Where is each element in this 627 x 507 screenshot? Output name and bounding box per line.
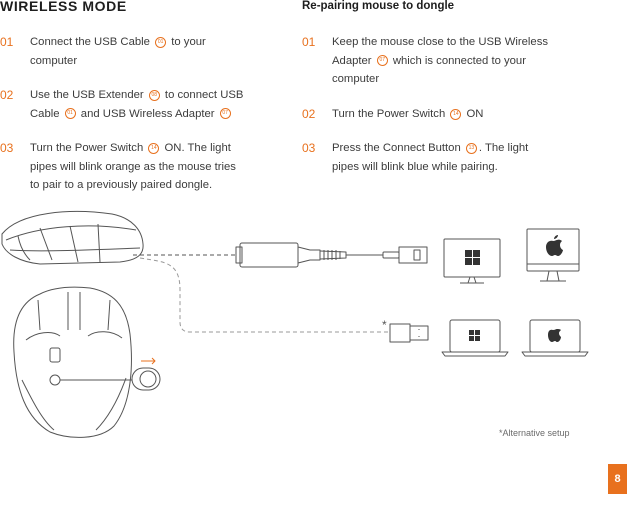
step-text-part: to your xyxy=(168,36,206,48)
step-text-part: Turn the Power Switch xyxy=(332,108,449,120)
windows-laptop-image xyxy=(441,319,509,357)
mouse-side-view-image xyxy=(1,211,144,265)
alternative-asterisk: * xyxy=(382,318,387,332)
windows-logo-icon xyxy=(465,250,480,265)
step-text-part: computer xyxy=(332,73,380,85)
wireless-mode-title: WIRELESS MODE xyxy=(0,0,127,14)
windows-desktop-image xyxy=(443,238,501,284)
re-pairing-title: Re-pairing mouse to dongle xyxy=(302,0,455,12)
step-text-part: Keep the mouse close to the USB Wireless xyxy=(332,36,548,48)
page-number: 8 xyxy=(608,464,627,494)
power-switch-callout-image xyxy=(60,357,161,391)
mac-laptop-image xyxy=(521,319,589,357)
step-text-part: to connect USB xyxy=(161,89,244,101)
usb-cable-image xyxy=(235,242,428,268)
mouse-top-view-image xyxy=(13,286,132,438)
step-text: Keep the mouse close to the USB Wireless… xyxy=(332,33,548,89)
step-text-part: Use the USB Extender xyxy=(30,89,147,101)
step-text-part: and USB Wireless Adapter xyxy=(77,107,218,120)
part-ref-badge: 14 xyxy=(148,142,160,154)
step-text-part: to pair to a previously paired dongle. xyxy=(30,179,213,191)
step-text-part: which is connected to your xyxy=(389,54,526,67)
step-number: 03 xyxy=(0,141,14,155)
apple-logo-icon xyxy=(546,235,563,256)
step-number: 02 xyxy=(0,88,14,102)
mac-desktop-image xyxy=(526,228,580,282)
step-text-part: pipes will blink orange as the mouse tri… xyxy=(30,160,236,173)
step-number: 01 xyxy=(0,35,14,49)
step-text-part: . The light xyxy=(478,142,529,154)
step-text: Connect the USB Cable 01 to your compute… xyxy=(30,33,206,70)
step-number: 01 xyxy=(302,35,316,49)
wireless-adapter-image xyxy=(389,323,429,343)
step-text-part: Press the Connect Button xyxy=(332,142,464,154)
step-text-part: Connect the USB Cable xyxy=(30,36,154,48)
step-text-part: ON xyxy=(463,108,484,120)
step-text: Press the Connect Button 13. The light p… xyxy=(332,139,528,176)
step-text-part: Turn the Power Switch xyxy=(30,142,147,154)
step-text-part: ON. The light xyxy=(161,142,231,154)
step-text: Use the USB Extender 08 to connect USB C… xyxy=(30,86,243,123)
part-ref-badge: 01 xyxy=(155,36,167,48)
step-text-part: computer xyxy=(30,54,78,67)
part-ref-badge: 08 xyxy=(148,89,160,101)
step-text-part: Adapter xyxy=(332,54,375,67)
step-text-part: Cable xyxy=(30,107,63,120)
part-ref-badge: 13 xyxy=(465,142,477,154)
windows-logo-icon xyxy=(469,330,480,341)
step-number: 03 xyxy=(302,141,316,155)
part-ref-badge: 07 xyxy=(219,108,231,120)
part-ref-badge: 01 xyxy=(64,108,76,120)
part-ref-badge: 07 xyxy=(376,55,388,67)
step-text-part: pipes will blink blue while pairing. xyxy=(332,160,498,173)
step-number: 02 xyxy=(302,107,316,121)
step-text: Turn the Power Switch 14 ON. The light p… xyxy=(30,139,236,195)
apple-logo-icon xyxy=(548,329,561,342)
part-ref-badge: 14 xyxy=(450,108,462,120)
step-text: Turn the Power Switch 14 ON xyxy=(332,105,483,124)
alternative-setup-footnote: *Alternative setup xyxy=(499,428,570,438)
